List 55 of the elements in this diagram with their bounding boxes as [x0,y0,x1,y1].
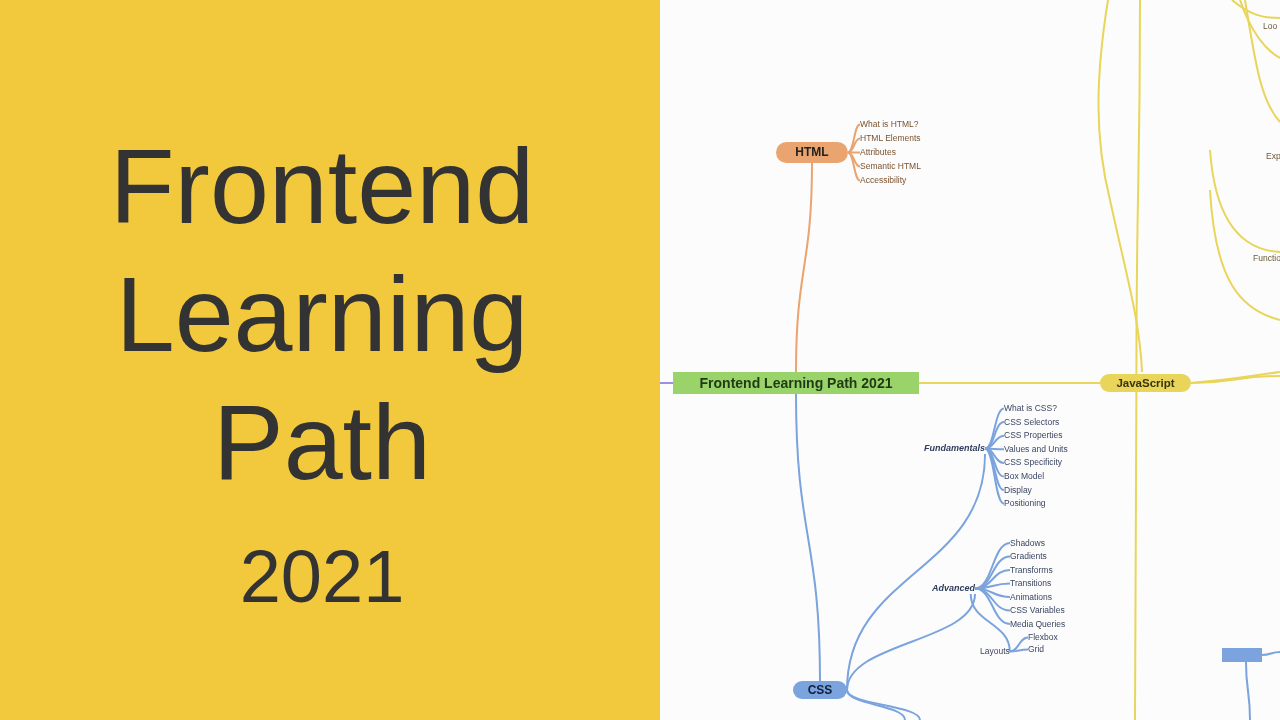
branch-line [974,587,1011,625]
branch-line [969,593,1011,653]
topic-label: CSS Specificity [1004,457,1063,469]
subtopic-label: Fundamentals [924,443,985,454]
branch-line [847,123,861,154]
topic-label: CSS Properties [1004,430,1063,442]
topic-label: Positioning [1004,498,1046,510]
branch-line [847,137,861,154]
branch-line [918,382,1101,384]
topic-pill: CSS [793,681,847,699]
topic-label: Values and Units [1004,443,1068,455]
branch-line [984,447,1005,492]
topic-label: Gradients [1010,551,1047,562]
branch-line [847,151,861,182]
caption: 2021 [238,534,406,620]
branch-line [795,162,813,373]
topic-label: Animations [1010,591,1053,603]
topic-label: Transforms [1010,564,1053,576]
title: Frontend Learning Path [108,126,536,503]
topic-label: What is HTML? [860,119,919,130]
branch-line [1135,0,1141,375]
topic-label: Layouts [980,646,1010,657]
branch-line [659,382,674,384]
topic-pill: HTML [776,142,848,163]
topic-label: Exp [1266,151,1280,161]
branch-line [846,593,976,691]
topic-label: Display [1004,484,1032,496]
root-topic-box: Frontend Learning Path 2021 [673,372,919,394]
subtopic-label: Advanced [932,583,975,594]
branch-line [846,689,921,720]
topic-pill: JavaScript [1100,374,1191,392]
branch-line [984,447,1005,505]
topic-label: Loo [1263,21,1278,31]
topic-label: Grid [1028,644,1045,655]
topic-label: Transitions [1010,578,1052,589]
topic-label: Shadows [1010,537,1045,549]
topic-label: Attributes [860,147,896,158]
branch-line [1245,661,1251,720]
branch-line [795,393,821,682]
topic-label: CSS Variables [1010,605,1065,616]
topic-label: Flexbox [1028,632,1058,643]
branch-line [974,582,1011,590]
topic-label: Functio [1253,253,1280,263]
branch-line [984,407,1005,450]
topic-label: HTML Elements [860,133,921,144]
topic-label: Semantic HTML [860,161,921,172]
topic-label: CSS Selectors [1004,416,1060,428]
topic-label: What is CSS? [1004,403,1057,414]
topic-box [1222,648,1262,662]
branch-line [1008,648,1029,653]
branch-line [1261,651,1280,656]
branch-line [1134,391,1138,720]
topic-label: Box Model [1004,471,1045,482]
topic-label: Media Queries [1010,618,1066,630]
topic-label: Accessibility [860,175,907,186]
